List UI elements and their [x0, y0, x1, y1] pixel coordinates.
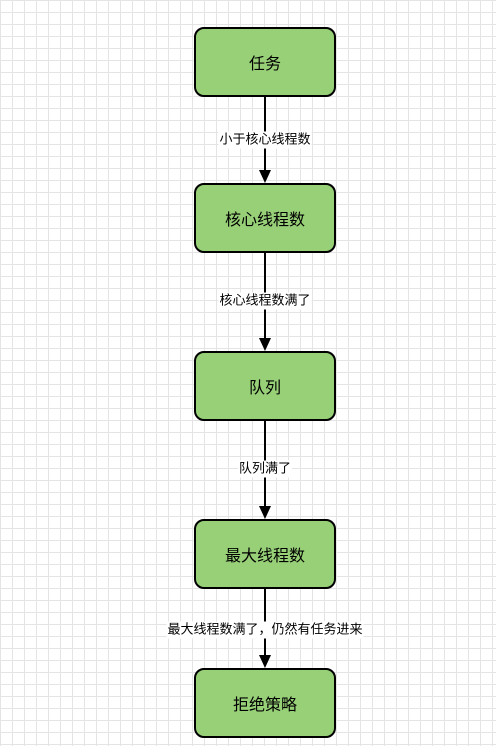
node-queue[interactable]: 队列 [194, 351, 336, 421]
node-max-threads-label: 最大线程数 [224, 546, 305, 565]
node-reject-policy-label: 拒绝策略 [232, 695, 297, 714]
arrow-down-icon [259, 655, 271, 668]
node-task[interactable]: 任务 [194, 27, 336, 97]
arrow-down-icon [259, 506, 271, 519]
node-core-threads[interactable]: 核心线程数 [194, 183, 336, 253]
node-reject-policy[interactable]: 拒绝策略 [194, 668, 336, 738]
node-max-threads[interactable]: 最大线程数 [194, 519, 336, 589]
arrow-down-icon [259, 338, 271, 351]
node-task-label: 任务 [248, 54, 281, 73]
edge-label-max-full-still-tasks: 最大线程数满了，仍然有任务进来 [166, 621, 364, 639]
edge-label-queue-full: 队列满了 [237, 460, 293, 478]
edge-label-less-than-core: 小于核心线程数 [218, 131, 312, 149]
node-core-threads-label: 核心线程数 [224, 210, 305, 229]
node-queue-label: 队列 [248, 378, 281, 397]
edge-label-core-full: 核心线程数满了 [218, 292, 312, 310]
arrow-down-icon [259, 170, 271, 183]
